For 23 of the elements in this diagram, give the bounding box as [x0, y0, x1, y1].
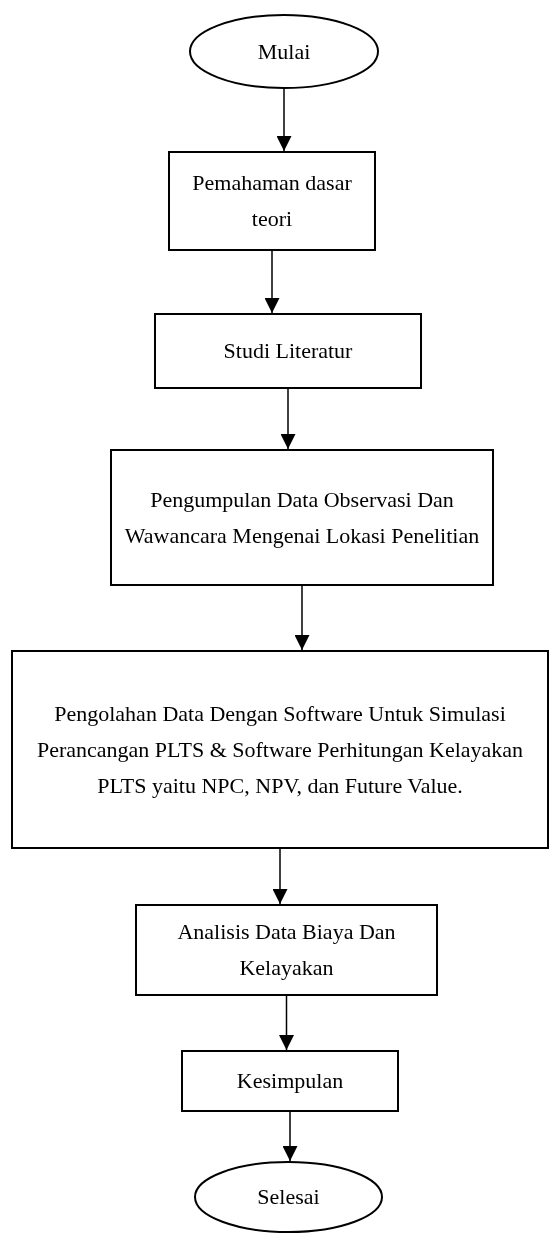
step-label: Selesai	[256, 1183, 321, 1211]
step-label: Pengolahan Data Dengan Software Untuk Simulasi Perancangan PLTS & Software Perhitungan Kelayakan PLTS yaitu NPC, NPV, dan Future Value.	[35, 699, 525, 800]
arrow	[264, 250, 280, 314]
process-box	[110, 449, 494, 586]
step-label: Pemahaman dasar teori	[191, 169, 353, 233]
arrow	[272, 848, 288, 905]
process-box	[154, 313, 422, 389]
process-box	[168, 151, 376, 251]
arrow	[276, 88, 292, 152]
terminal-ellipse	[194, 1161, 383, 1233]
arrow	[294, 585, 310, 651]
step-label: Mulai	[256, 37, 312, 66]
step-label: Kesimpulan	[235, 1067, 345, 1095]
step-label: Pengumpulan Data Observasi Dan Wawancara Mengenai Lokasi Penelitian	[123, 485, 481, 550]
arrow	[280, 388, 296, 450]
process-box	[181, 1050, 399, 1112]
step-label: Studi Literatur	[222, 337, 354, 365]
arrow	[282, 1111, 298, 1162]
process-box	[135, 904, 438, 996]
step-label: Analisis Data Biaya Dan Kelayakan	[176, 918, 397, 982]
process-box	[11, 650, 549, 849]
arrow	[279, 995, 294, 1051]
terminal-ellipse	[189, 14, 379, 89]
